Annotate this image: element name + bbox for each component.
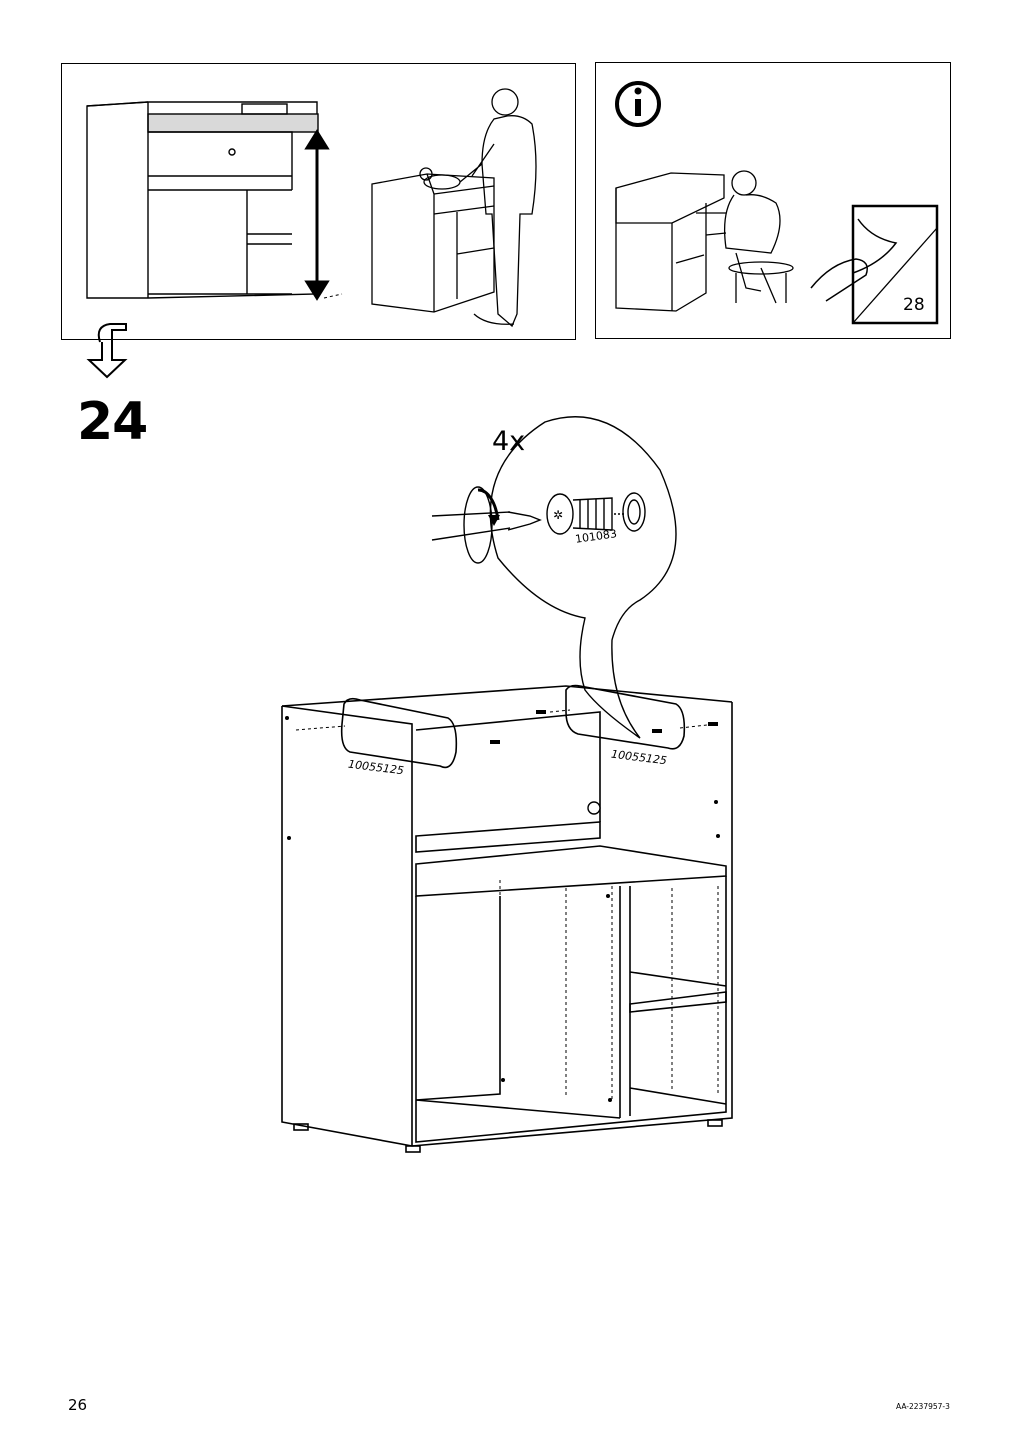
page-reference-number: 28 xyxy=(903,295,925,315)
cam-screws xyxy=(285,710,720,1102)
info-icon xyxy=(615,81,661,127)
quantity-label: 4x xyxy=(492,426,526,457)
step-number: 24 xyxy=(77,392,148,452)
detail-callout xyxy=(489,416,677,739)
screwdriver-icon xyxy=(431,486,542,564)
height-illustration-panel xyxy=(61,63,576,340)
info-panel: 28 xyxy=(595,62,951,339)
screw-icon: ✲ xyxy=(546,492,646,535)
document-code: AA-2237957-3 xyxy=(896,1402,950,1411)
info-drawing xyxy=(615,81,939,325)
page-number: 26 xyxy=(68,1396,88,1414)
cable-hole-icon xyxy=(587,801,601,815)
changing-table-height-drawing xyxy=(86,88,537,328)
svg-text:✲: ✲ xyxy=(553,508,563,522)
page-reference-icon xyxy=(810,204,939,325)
